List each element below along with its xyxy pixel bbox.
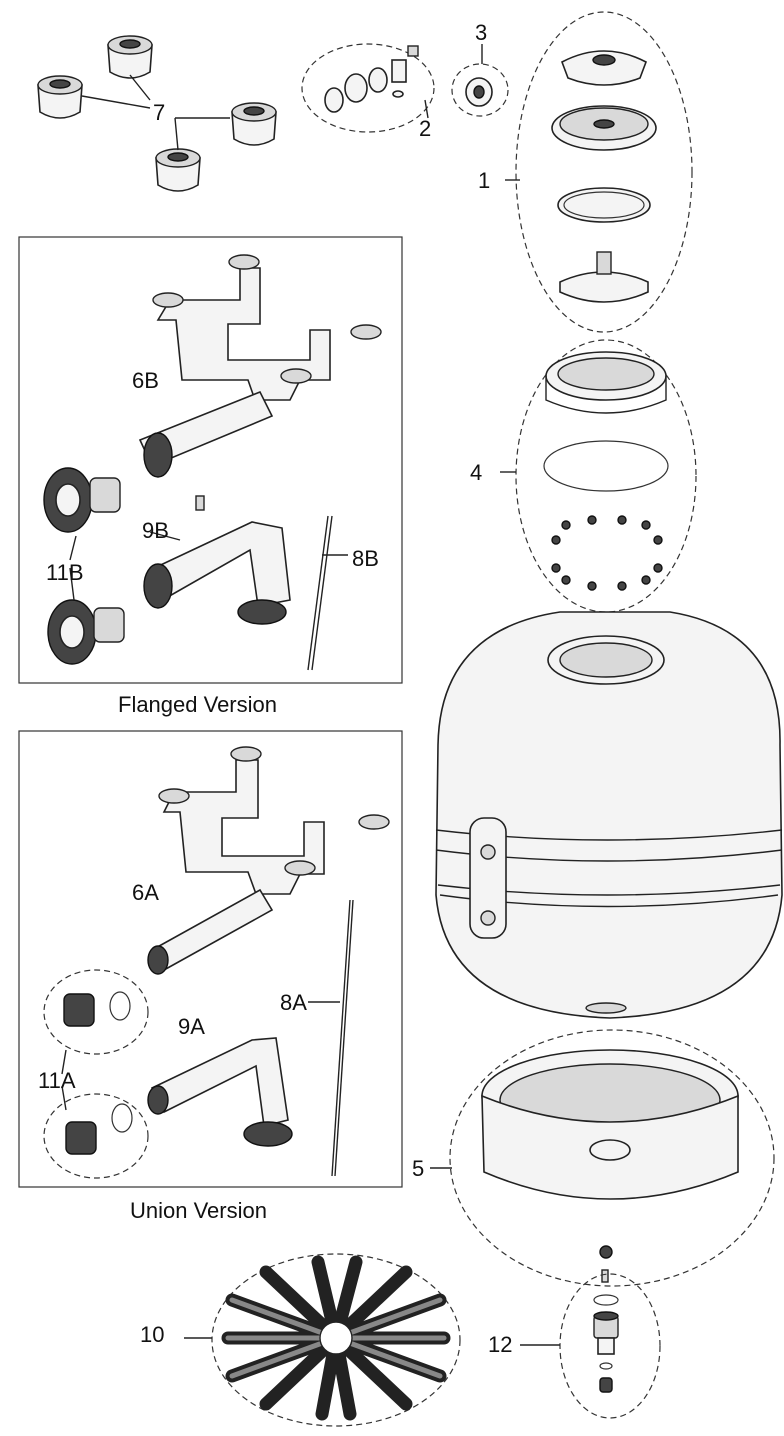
caption-flanged-version: Flanged Version: [118, 692, 277, 717]
nozzle-7a: [107, 35, 153, 79]
laterals-10: [184, 1253, 461, 1427]
label-part-11b: 11B: [46, 560, 84, 585]
label-part-6b: 6B: [132, 368, 159, 393]
nozzle-7b: [37, 75, 83, 119]
flanged-pipe-9b: [143, 495, 291, 625]
union-version-box: [18, 730, 403, 1188]
label-part-9b: 9B: [142, 518, 169, 543]
filter-tank: [435, 611, 783, 1019]
label-part-12: 12: [488, 1332, 513, 1357]
flanged-tube-8b: [307, 515, 348, 671]
nozzle-7d: [155, 148, 201, 192]
label-part-11a: 11A: [38, 1068, 76, 1093]
label-part-1: 1: [478, 168, 491, 193]
collar-assembly-4: [500, 339, 697, 613]
nozzle-7c: [231, 102, 277, 146]
union-tube-8a: [308, 899, 354, 1177]
lid-assembly-1: [505, 11, 693, 333]
label-part-8a: 8A: [280, 990, 307, 1015]
flanged-manifold-6b: [138, 254, 382, 478]
label-part-7: 7: [153, 100, 166, 125]
union-pipe-9a: [147, 1037, 293, 1147]
part-3: [451, 44, 509, 117]
base-5: [430, 1029, 775, 1287]
label-part-9a: 9A: [178, 1014, 205, 1039]
drain-12: [520, 1273, 661, 1419]
flanged-version-box: [18, 236, 403, 684]
fittings-group-2: [301, 43, 435, 133]
caption-union-version: Union Version: [130, 1198, 267, 1223]
flanged-unions-11b: [43, 467, 125, 665]
label-part-10: 10: [140, 1322, 165, 1347]
union-manifold-6a: [147, 746, 390, 975]
label-part-4: 4: [470, 460, 483, 485]
label-part-6a: 6A: [132, 880, 159, 905]
label-part-2: 2: [419, 116, 432, 141]
label-part-8b: 8B: [352, 546, 379, 571]
label-part-3: 3: [475, 20, 488, 45]
nozzle-group-7: [37, 35, 277, 192]
label-part-5: 5: [412, 1156, 425, 1181]
union-unions-11a: [43, 969, 149, 1179]
